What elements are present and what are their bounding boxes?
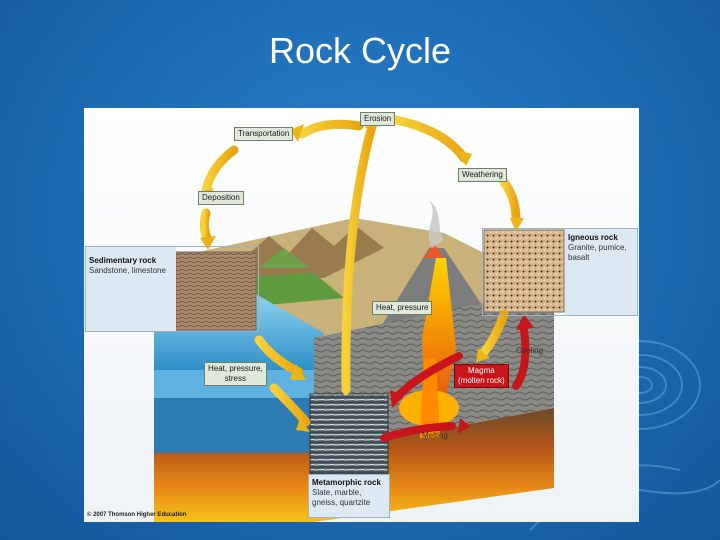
sedimentary-rock-sample xyxy=(175,251,257,331)
magma-label: Magma (molten rock) xyxy=(454,364,509,388)
deposition-label: Deposition xyxy=(198,191,244,205)
weathering-label: Weathering xyxy=(458,168,507,182)
red-arrowheads xyxy=(390,314,534,434)
igneous-rock-sample xyxy=(483,229,565,313)
rock-cycle-figure: Erosion Transportation Weathering Deposi… xyxy=(84,108,639,522)
sedimentary-rock-panel: Sedimentary rock Sandstone, limestone xyxy=(85,246,259,332)
cooling-label: Cooling xyxy=(516,346,544,355)
igneous-rock-panel: Igneous rock Granite, pumice, basalt xyxy=(482,228,638,316)
igneous-rock-examples: Granite, pumice, basalt xyxy=(568,243,627,262)
erosion-label: Erosion xyxy=(360,112,396,126)
copyright-note: © 2007 Thomson Higher Education xyxy=(87,512,187,518)
metamorphic-rock-sample xyxy=(309,393,389,475)
metamorphic-rock-title: Metamorphic rock xyxy=(312,478,381,487)
igneous-rock-text: Igneous rock Granite, pumice, basalt xyxy=(565,229,637,315)
metamorphic-rock-panel: Metamorphic rock Slate, marble, gneiss, … xyxy=(308,474,390,518)
melting-label: Melting xyxy=(422,431,448,440)
sedimentary-rock-text: Sedimentary rock Sandstone, limestone xyxy=(86,247,176,331)
sedimentary-rock-examples: Sandstone, limestone xyxy=(89,266,166,275)
slide-title: Rock Cycle xyxy=(268,30,452,71)
transportation-label: Transportation xyxy=(234,127,294,141)
metamorphic-rock-examples: Slate, marble, gneiss, quartzite xyxy=(312,488,371,507)
yellow-cycle-arrows xyxy=(199,115,521,427)
heat-pressure-stress-label: Heat, pressure, stress xyxy=(204,362,267,386)
sedimentary-rock-title: Sedimentary rock xyxy=(89,256,157,265)
igneous-rock-title: Igneous rock xyxy=(568,233,618,242)
heat-pressure-label: Heat, pressure xyxy=(372,301,433,315)
